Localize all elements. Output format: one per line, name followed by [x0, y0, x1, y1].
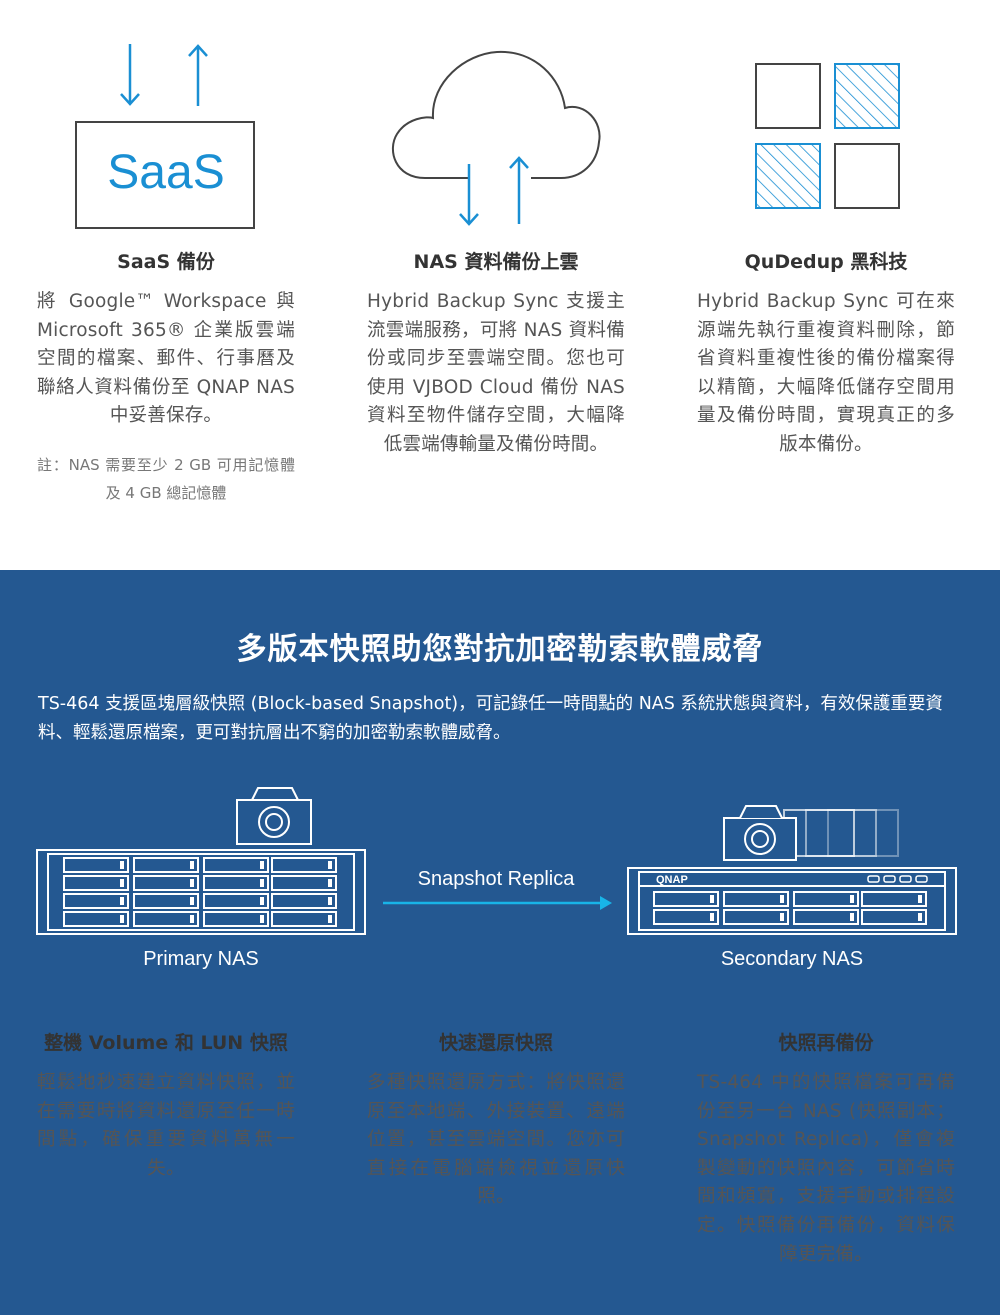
- cloud-sync-icon: [392, 50, 601, 226]
- feature-title: 整機 Volume 和 LUN 快照: [44, 1032, 288, 1054]
- feature-title: SaaS 備份: [117, 251, 215, 273]
- feature-title: QuDedup 黑科技: [744, 251, 908, 273]
- feature-note: 註：NAS 需要至少 2 GB 可用記憶體及 4 GB 總記憶體: [37, 455, 295, 502]
- features-section-top: SaaS SaaS 備份 將 Google™ Workspace 與 Micro…: [0, 0, 1000, 570]
- qnap-logo: QNAP: [656, 874, 688, 886]
- feature-volume-lun-snapshot: 整機 Volume 和 LUN 快照 輕鬆地秒速建立資料快照，並在需要時將資料還…: [37, 1031, 295, 1183]
- feature-description: 將 Google™ Workspace 與 Microsoft 365® 企業版…: [37, 291, 295, 427]
- feature-saas-backup: SaaS 備份 將 Google™ Workspace 與 Microsoft …: [37, 250, 295, 507]
- feature-description: TS-464 中的快照檔案可再備份至另一台 NAS (快照副本；Snapshot…: [697, 1072, 955, 1265]
- snapshot-replica-diagram: QNAP: [36, 787, 957, 935]
- saas-arrows-icon: [75, 44, 255, 229]
- saas-icon-label: SaaS: [107, 146, 225, 199]
- feature-description: 輕鬆地秒速建立資料快照，並在需要時將資料還原至任一時間點，確保重要資料萬無一失。: [37, 1072, 295, 1179]
- feature-qudedup: QuDedup 黑科技 Hybrid Backup Sync 可在來源端先執行重…: [697, 250, 955, 460]
- feature-title: 快照再備份: [778, 1032, 874, 1054]
- feature-snapshot-rebackup: 快照再備份 TS-464 中的快照檔案可再備份至另一台 NAS (快照副本；Sn…: [697, 1031, 955, 1269]
- feature-title: 快速還原快照: [438, 1032, 553, 1054]
- snapshot-section: [0, 570, 1000, 1315]
- feature-description: Hybrid Backup Sync 支援主流雲端服務，可將 NAS 資料備份或…: [367, 291, 625, 455]
- primary-nas-label: Primary NAS: [143, 948, 259, 970]
- section-intro: TS-464 支援區塊層級快照 (Block-based Snapshot)，可…: [38, 694, 943, 743]
- feature-title: NAS 資料備份上雲: [413, 251, 579, 273]
- dedup-blocks-icon: [755, 63, 900, 209]
- snapshot-replica-label: Snapshot Replica: [417, 868, 575, 890]
- secondary-nas-label: Secondary NAS: [720, 948, 864, 970]
- section-headline: 多版本快照助您對抗加密勒索軟體威脅: [236, 632, 764, 667]
- feature-description: Hybrid Backup Sync 可在來源端先執行重複資料刪除，節省資料重複…: [697, 291, 955, 455]
- feature-description: 多種快照還原方式：將快照還原至本地端、外接裝置、遠端位置，甚至雲端空間。您亦可直…: [367, 1072, 625, 1208]
- primary-nas-icon: [36, 787, 366, 935]
- secondary-nas-icon: QNAP: [627, 805, 957, 935]
- feature-fast-restore: 快速還原快照 多種快照還原方式：將快照還原至本地端、外接裝置、遠端位置，甚至雲端…: [367, 1031, 625, 1212]
- feature-nas-cloud-backup: NAS 資料備份上雲 Hybrid Backup Sync 支援主流雲端服務，可…: [367, 250, 625, 460]
- replica-arrow-icon: [383, 896, 612, 910]
